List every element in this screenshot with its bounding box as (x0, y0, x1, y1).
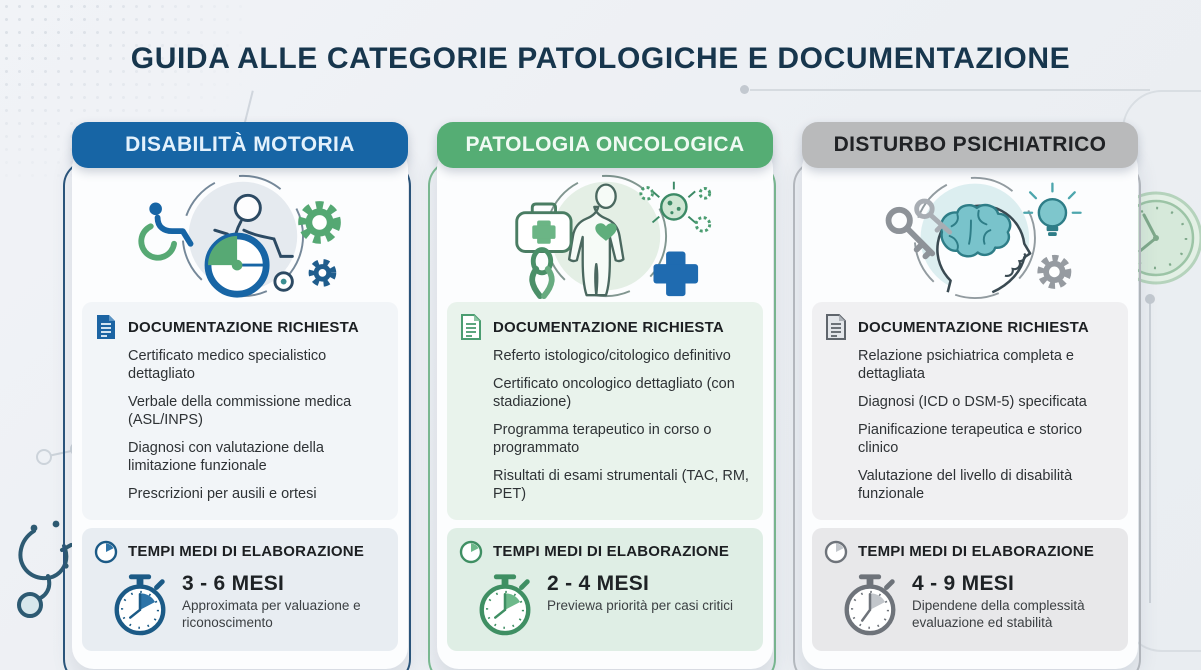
documentation-panel: DOCUMENTAZIONE RICHIESTA Certificato med… (82, 302, 398, 520)
documentation-item: Certificato medico specialistico dettagl… (128, 348, 327, 382)
duration-value: 3 - 6 MESI (182, 571, 285, 595)
card-disabilita-motoria: DISABILITÀ MOTORIA (63, 122, 411, 670)
documentation-item: Pianificazione terapeutica e storico cli… (858, 421, 1083, 456)
connector-line (1149, 303, 1151, 603)
documentation-item: Diagnosi (ICD o DSM-5) specificata (858, 393, 1087, 410)
documentation-item: Prescrizioni per ausili e ortesi (128, 485, 317, 502)
human-body-outline (567, 183, 625, 297)
card-header-oncologica: PATOLOGIA ONCOLOGICA (437, 122, 773, 168)
body-medical-symbols-illustration (437, 172, 773, 300)
lightbulb-icon (1023, 182, 1082, 236)
documentation-item: Valutazione del livello di disabilità fu… (858, 467, 1073, 502)
documentation-panel: DOCUMENTAZIONE RICHIESTA Relazione psich… (812, 302, 1128, 520)
connector-dot (1145, 294, 1155, 304)
processing-heading: TEMPI MEDI DI ELABORAZIONE (128, 543, 365, 561)
wheelchair-wheel (204, 232, 270, 298)
processing-time-panel: TEMPI MEDI DI ELABORAZIONE (447, 527, 763, 651)
card-title: DISTURBO PSICHIATRICO (833, 133, 1107, 156)
clock-pie-icon (459, 540, 483, 564)
accessibility-icon (138, 202, 194, 261)
medical-cross-icon (653, 251, 699, 297)
processing-heading: TEMPI MEDI DI ELABORAZIONE (858, 543, 1095, 561)
documentation-heading: DOCUMENTAZIONE RICHIESTA (493, 318, 724, 336)
processing-time-panel: TEMPI MEDI DI ELABORAZIONE (82, 527, 398, 651)
clock-pie-icon (824, 540, 848, 564)
head-brain-illustration (802, 172, 1138, 300)
duration-note: Dipendene della complessità evaluazione … (912, 597, 1085, 630)
card-title: PATOLOGIA ONCOLOGICA (465, 133, 745, 156)
duration-value: 2 - 4 MESI (547, 571, 650, 595)
card-patologia-oncologica: PATOLOGIA ONCOLOGICA (428, 122, 776, 670)
documentation-item: Diagnosi con valutazione della limitazio… (128, 439, 324, 474)
card-header-psichiatrico: DISTURBO PSICHIATRICO (802, 122, 1138, 168)
awareness-ribbon-icon (529, 247, 555, 300)
card-body: DOCUMENTAZIONE RICHIESTA Relazione psich… (802, 146, 1138, 669)
wheelchair-user-gears-illustration (72, 172, 408, 300)
documentation-item: Certificato oncologico dettagliato (con … (493, 375, 735, 410)
duration-value: 4 - 9 MESI (912, 571, 1015, 595)
processing-heading: TEMPI MEDI DI ELABORAZIONE (493, 543, 730, 561)
document-icon (94, 314, 118, 340)
processing-time-panel: TEMPI MEDI DI ELABORAZIONE (812, 527, 1128, 651)
card-title: DISABILITÀ MOTORIA (125, 133, 355, 156)
heart-icon (595, 223, 617, 241)
card-body: DOCUMENTAZIONE RICHIESTA Referto istolog… (437, 146, 773, 669)
document-icon (459, 314, 483, 340)
duration-note: Previewa priorità per casi critici (547, 597, 734, 613)
duration-note: Approximata per valuazione e riconoscime… (182, 597, 361, 630)
first-aid-kit-icon (515, 202, 573, 253)
brain-icon (939, 203, 1012, 258)
gear-icon (298, 201, 341, 244)
page-title: GUIDA ALLE CATEGORIE PATOLOGICHE E DOCUM… (130, 42, 1071, 75)
gear-icon (1037, 254, 1072, 289)
document-icon (824, 314, 848, 340)
documentation-item: Programma terapeutico in corso o program… (493, 421, 712, 456)
documentation-item: Relazione psichiatrica completa e dettag… (858, 348, 1074, 382)
stopwatch-icon (110, 572, 170, 641)
connector-dot (740, 85, 749, 94)
documentation-panel: DOCUMENTAZIONE RICHIESTA Referto istolog… (447, 302, 763, 520)
card-disturbo-psichiatrico: DISTURBO PSICHIATRICO (793, 122, 1141, 670)
documentation-item: Verbale della commissione medica (ASL/IN… (128, 393, 352, 428)
stopwatch-icon (840, 572, 900, 641)
keys-icon (885, 198, 953, 260)
documentation-heading: DOCUMENTAZIONE RICHIESTA (128, 318, 359, 336)
card-header-motoria: DISABILITÀ MOTORIA (72, 122, 408, 168)
documentation-item: Referto istologico/citologico definitivo (493, 348, 731, 364)
card-body: DOCUMENTAZIONE RICHIESTA Certificato med… (72, 146, 408, 669)
stopwatch-icon (475, 572, 535, 641)
connector-line (750, 89, 1150, 91)
documentation-heading: DOCUMENTAZIONE RICHIESTA (858, 318, 1089, 336)
documentation-item: Risultati di esami strumentali (TAC, RM,… (493, 467, 749, 502)
clock-pie-icon (94, 540, 118, 564)
gear-icon (308, 259, 337, 287)
